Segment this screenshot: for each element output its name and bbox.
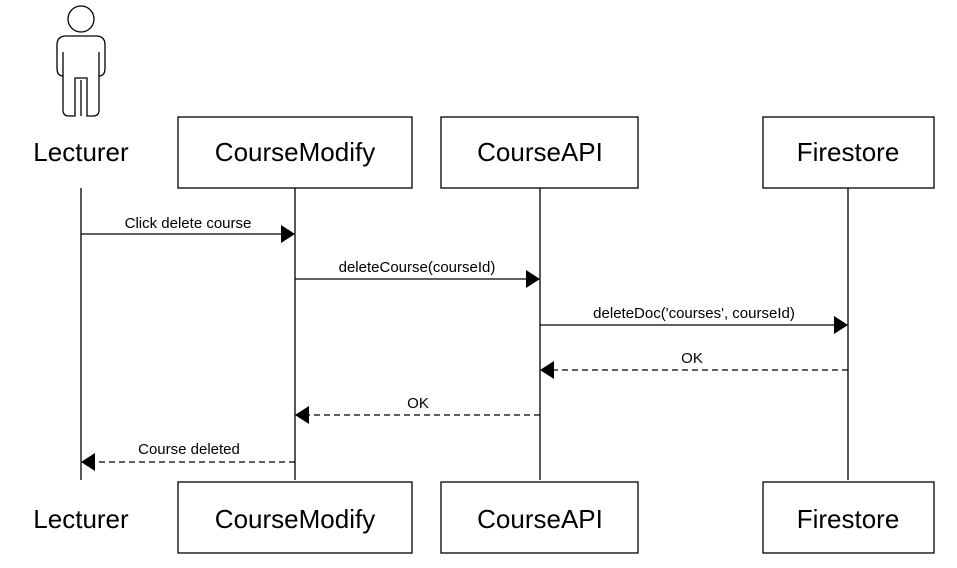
participant-coursemodify-top: CourseModify [177, 116, 413, 189]
participant-coursemodify-top-label: CourseModify [215, 137, 375, 167]
participant-lecturer-top: Lecturer [33, 137, 129, 167]
lecturer-actor-icon [56, 5, 106, 117]
participant-firestore-top-label: Firestore [797, 137, 900, 167]
participant-coursemodify-bottom-label: CourseModify [215, 504, 375, 534]
message-label-1: Click delete course [125, 215, 252, 232]
participant-courseapi-top-label: CourseAPI [477, 137, 603, 167]
participant-courseapi-bottom-label: CourseAPI [477, 504, 603, 534]
participant-lecturer-bottom: Lecturer [33, 504, 129, 534]
message-click-delete-course: Click delete course [81, 215, 295, 243]
participant-firestore-top: Firestore [762, 116, 935, 189]
message-delete-doc: deleteDoc('courses', courseId) [540, 305, 848, 334]
participant-coursemodify-bottom: CourseModify [177, 481, 413, 554]
message-course-deleted: Course deleted [81, 441, 295, 471]
message-ok-firestore: OK [540, 350, 848, 379]
participant-courseapi-bottom: CourseAPI [440, 481, 639, 554]
participant-courseapi-top: CourseAPI [440, 116, 639, 189]
message-ok-courseapi: OK [295, 395, 540, 424]
message-label-4: OK [681, 350, 703, 367]
message-label-6: Course deleted [138, 441, 240, 458]
message-delete-course: deleteCourse(courseId) [295, 259, 540, 288]
message-label-2: deleteCourse(courseId) [339, 259, 496, 276]
participant-firestore-bottom: Firestore [762, 481, 935, 554]
participant-firestore-bottom-label: Firestore [797, 504, 900, 534]
message-label-3: deleteDoc('courses', courseId) [593, 305, 795, 322]
message-label-5: OK [407, 395, 429, 412]
